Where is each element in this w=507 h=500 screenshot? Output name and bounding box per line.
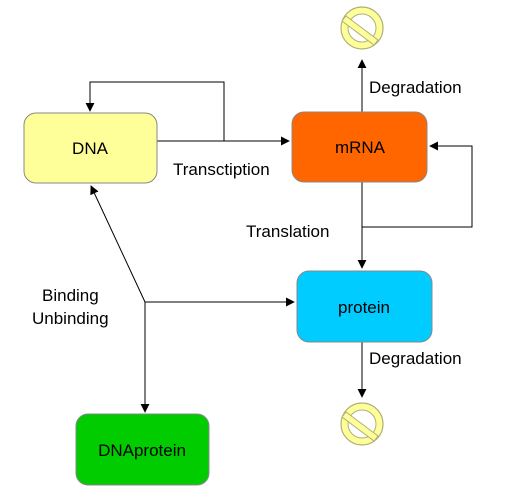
null-sink-icon <box>340 6 384 50</box>
label-translation: Translation <box>246 222 329 241</box>
label-transcription: Transctiption <box>173 160 270 179</box>
transcription-feedback-arrow <box>85 81 225 141</box>
label-degradation-mrna: Degradation <box>369 78 462 97</box>
binding-to-dna-arrow <box>90 185 146 303</box>
label-unbinding: Unbinding <box>32 309 109 328</box>
node-dna-label: DNA <box>72 139 109 158</box>
node-dnaprotein: DNAprotein <box>75 413 210 486</box>
null-sink-icon <box>340 402 384 446</box>
node-protein: protein <box>296 270 433 343</box>
node-dna: DNA <box>23 112 158 184</box>
node-protein-label: protein <box>338 298 390 317</box>
node-dnaprotein-label: DNAprotein <box>98 441 186 460</box>
label-binding: Binding <box>42 286 99 305</box>
node-mrna: mRNA <box>291 111 428 183</box>
node-mrna-label: mRNA <box>335 138 386 157</box>
label-degradation-protein: Degradation <box>369 349 462 368</box>
